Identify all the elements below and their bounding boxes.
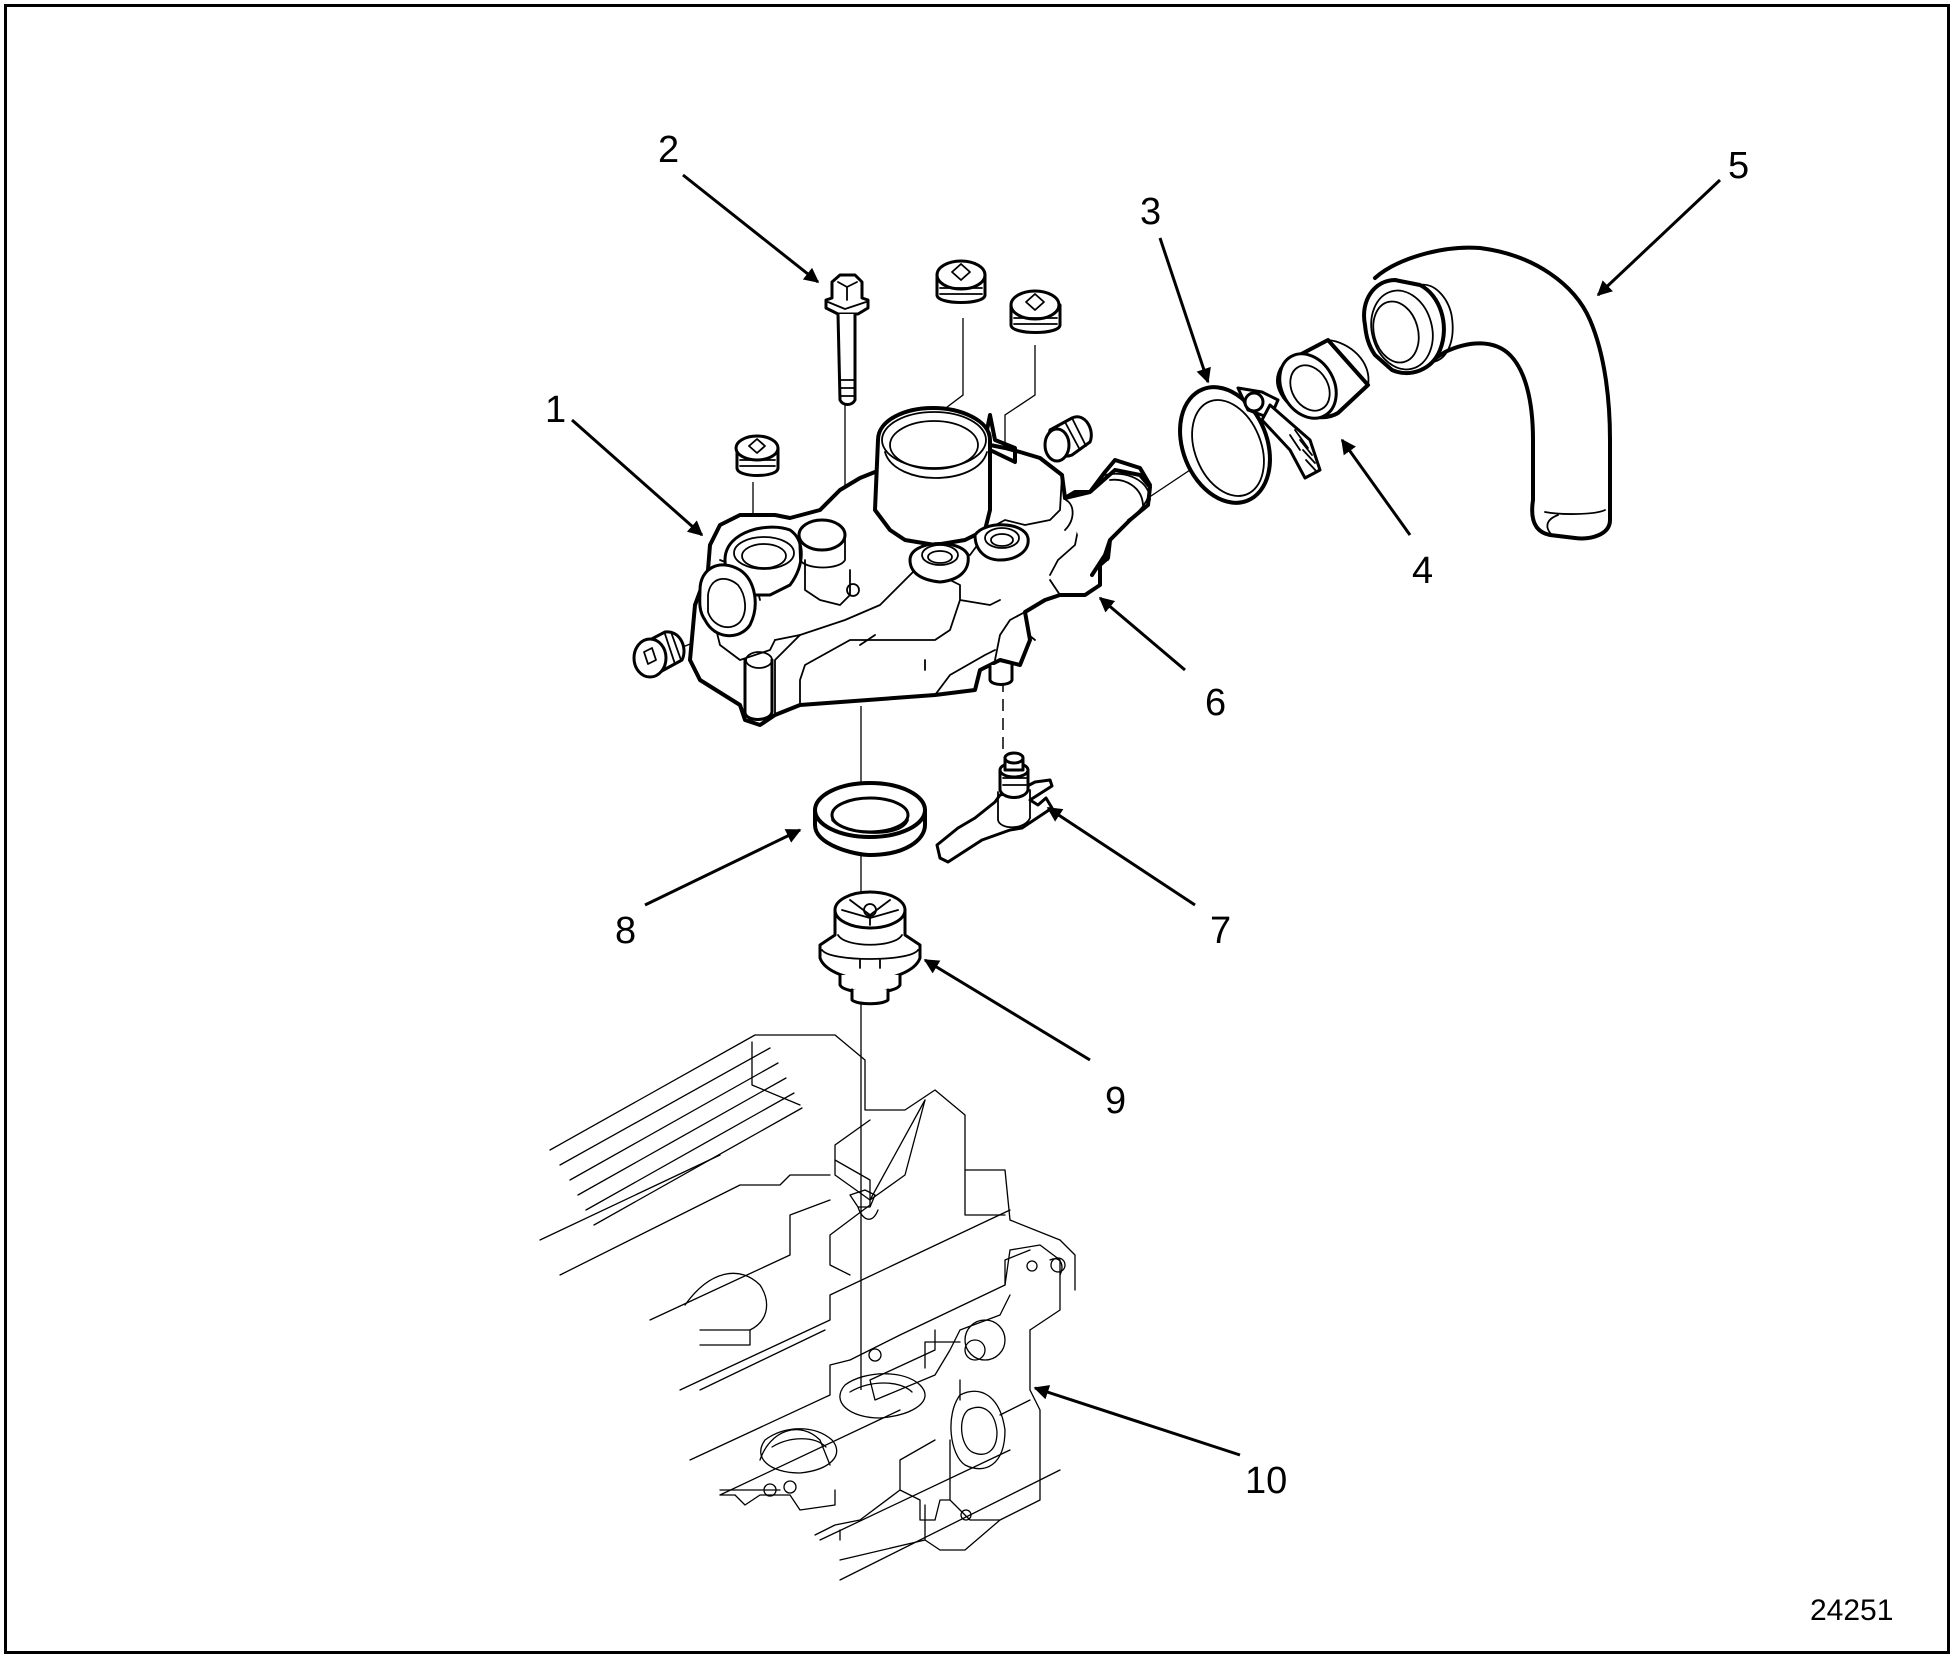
leader-9 <box>923 958 1091 1062</box>
callout-labels: 1 2 3 4 5 6 7 8 9 10 24251 <box>545 129 1893 1627</box>
callout-3: 3 <box>1140 191 1161 233</box>
leader-6 <box>1098 596 1186 672</box>
hose-clamp <box>1178 385 1322 505</box>
bolt <box>824 273 870 406</box>
plug-top-right <box>1009 289 1062 334</box>
plug-top-left <box>935 259 987 304</box>
coolant-hose <box>1362 245 1612 541</box>
callout-9: 9 <box>1105 1080 1126 1122</box>
callout-4: 4 <box>1412 550 1433 592</box>
thermostat <box>818 890 922 1006</box>
callout-1: 1 <box>545 389 566 431</box>
cylinder-head <box>539 1034 1076 1581</box>
thermostat-seal <box>813 781 927 857</box>
plug-left <box>734 434 780 477</box>
leader-2 <box>682 173 820 284</box>
leader-arrows <box>571 173 1722 1457</box>
callout-8: 8 <box>615 910 636 952</box>
leader-3 <box>1158 237 1211 384</box>
hose-sleeve <box>1276 338 1370 420</box>
leader-7 <box>1046 806 1196 907</box>
pipe-plugs <box>632 259 1093 679</box>
leader-4 <box>1340 438 1412 536</box>
leader-5 <box>1596 178 1722 297</box>
callout-5: 5 <box>1728 145 1749 187</box>
callout-10: 10 <box>1245 1460 1287 1502</box>
leader-8 <box>644 828 802 907</box>
callout-7: 7 <box>1210 910 1231 952</box>
figure-id: 24251 <box>1810 1594 1893 1627</box>
plug-front <box>632 630 686 679</box>
plug-side <box>1043 415 1093 463</box>
thermostat-housing <box>688 406 1152 727</box>
leader-10 <box>1033 1385 1241 1457</box>
leader-1 <box>571 418 704 537</box>
bleed-fitting-bracket <box>935 751 1054 864</box>
callout-2: 2 <box>658 129 679 171</box>
callout-6: 6 <box>1205 682 1226 724</box>
